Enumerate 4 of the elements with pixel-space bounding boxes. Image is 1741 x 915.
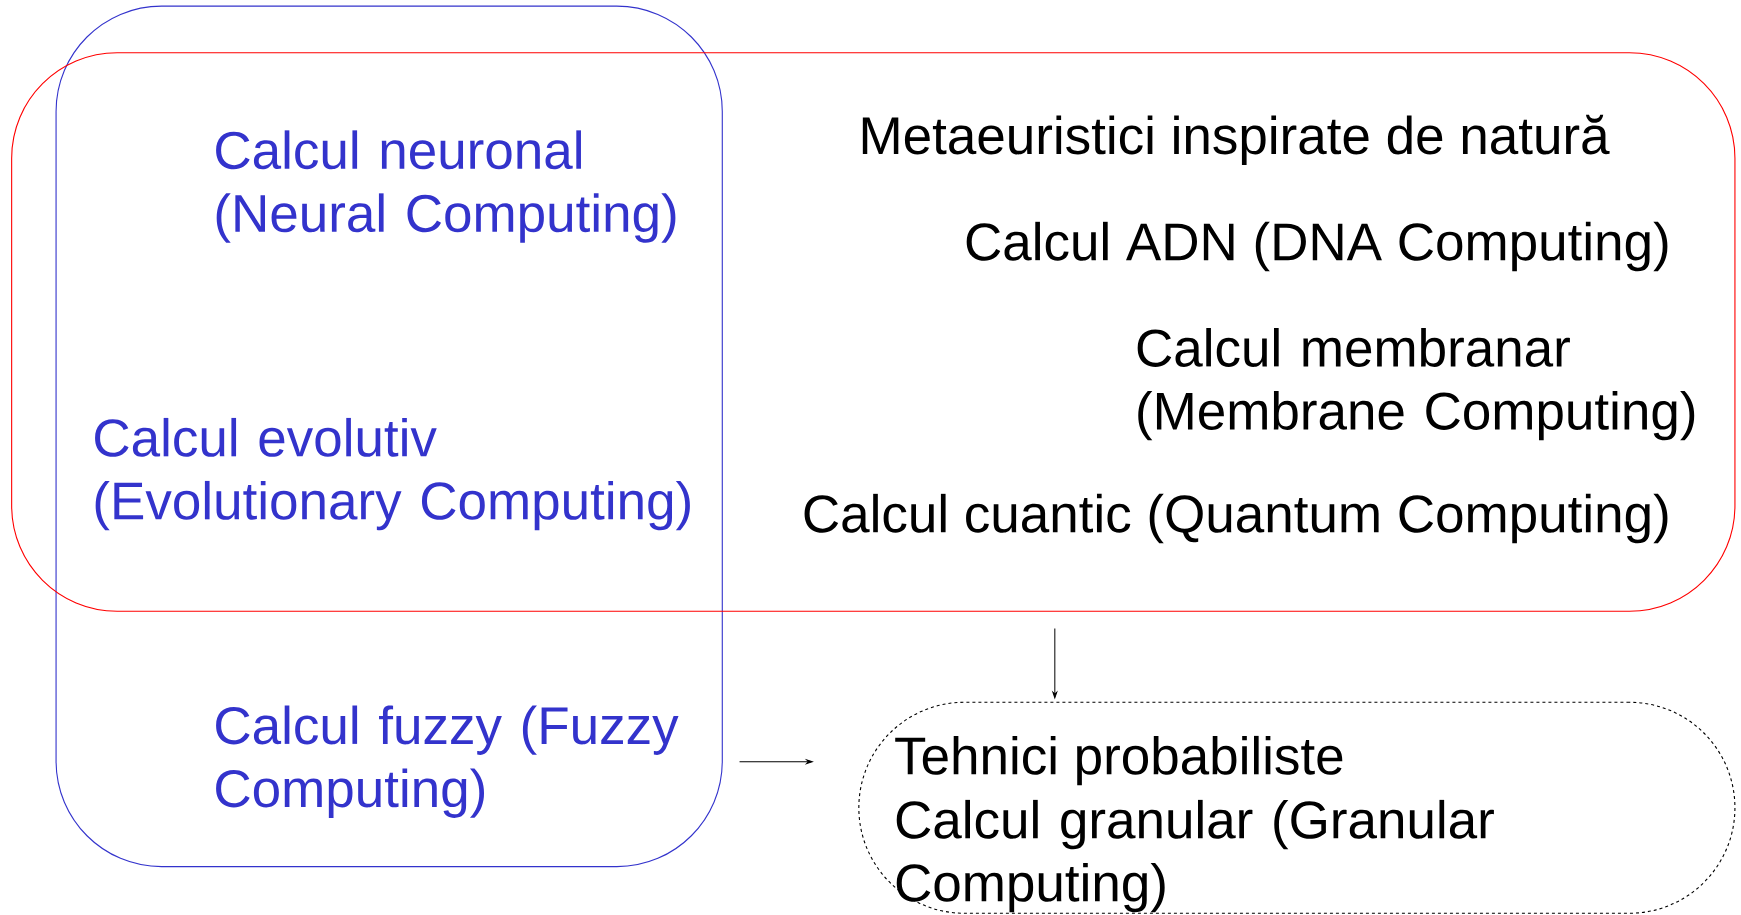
arrow (739, 759, 813, 765)
arrow (1052, 628, 1058, 699)
rounded-box: Calcul neuronal (Neural Computing) Calcul evolutiv (Evolutionary Computing) Calcul fuzzy (Fuzzy Computing) (55, 5, 723, 868)
rounded-box: Tehnici probabiliste Calcul granular (Granular Computing) (858, 701, 1736, 914)
